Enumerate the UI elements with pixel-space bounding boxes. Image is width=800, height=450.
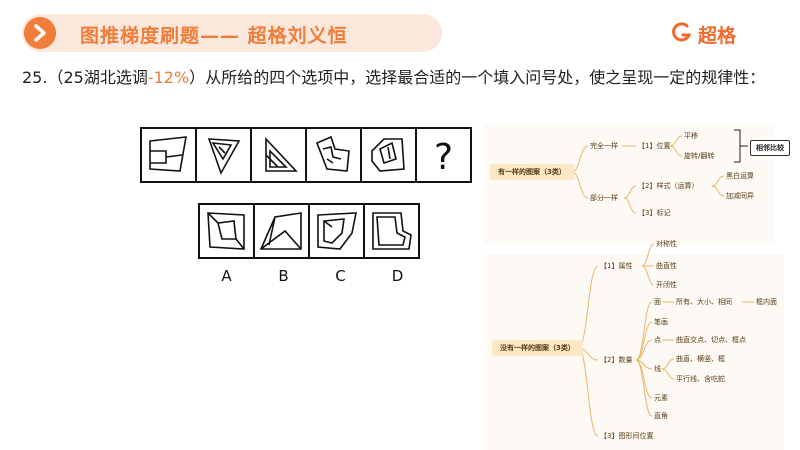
page-title: 图推梯度刷题—— 超格刘义恒 bbox=[80, 25, 348, 47]
option-a-label[interactable]: A bbox=[221, 267, 232, 285]
sequence-figure-2 bbox=[195, 127, 252, 183]
puzzle-figure: ? A B C D bbox=[138, 122, 488, 285]
brand-logo: 超格 bbox=[672, 20, 782, 47]
mindmap-compare-box: 相邻比较 bbox=[750, 140, 790, 156]
rule-mindmap: 有一样的图案（3类） 完全一样 【1】位置 平移 旋转/翻转 相邻比较 部分一样… bbox=[484, 116, 800, 450]
sequence-figure-3 bbox=[250, 127, 307, 183]
sequence-figure-4 bbox=[305, 127, 362, 183]
question-rate: -12% bbox=[147, 68, 190, 87]
sequence-row: ? bbox=[140, 127, 472, 183]
question-mark-cell: ? bbox=[415, 127, 472, 183]
option-labels: A B C D bbox=[198, 267, 426, 285]
option-d-label[interactable]: D bbox=[391, 267, 404, 285]
option-c-label[interactable]: C bbox=[335, 267, 346, 285]
option-c-figure[interactable] bbox=[308, 203, 365, 259]
title-bar bbox=[22, 14, 442, 52]
mindmap-connectors bbox=[571, 129, 754, 437]
option-b-label[interactable]: B bbox=[278, 267, 289, 285]
mindmap-node-has-same: 有一样的图案（3类） bbox=[490, 164, 574, 180]
question-prompt: 从所给的四个选项中，选择最合适的一个填入问号处，使之呈现一定的规律性： bbox=[205, 68, 766, 87]
chevron-right-icon bbox=[24, 17, 56, 49]
option-b-figure[interactable] bbox=[253, 203, 310, 259]
sequence-figure-5 bbox=[360, 127, 417, 183]
question-text: 25.（25湖北选调-12%）从所给的四个选项中，选择最合适的一个填入问号处，使… bbox=[22, 68, 766, 87]
brand-logo-icon bbox=[672, 22, 692, 42]
question-number: 25. bbox=[22, 68, 48, 87]
option-a-figure[interactable] bbox=[198, 203, 255, 259]
header: 图推梯度刷题—— 超格刘义恒 超格 bbox=[0, 14, 800, 52]
sequence-figure-1 bbox=[140, 127, 197, 183]
mindmap-node-no-same: 没有一样的图案（3类） bbox=[492, 340, 583, 356]
option-d-figure[interactable] bbox=[363, 203, 420, 259]
brand-name: 超格 bbox=[698, 25, 737, 47]
option-row bbox=[198, 203, 420, 259]
question-source: （25湖北选调 bbox=[47, 68, 148, 87]
question-mark: ? bbox=[434, 137, 453, 178]
